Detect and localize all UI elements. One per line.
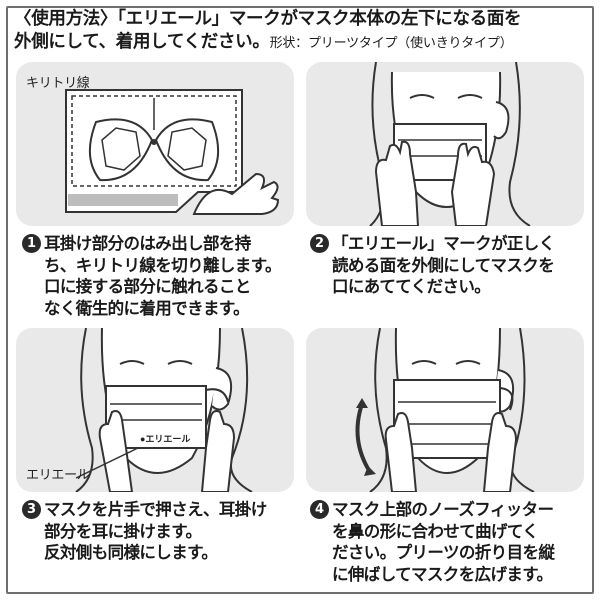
step-4-illustration — [306, 328, 584, 492]
eye-right — [167, 360, 193, 365]
stretch-arrow — [355, 403, 372, 474]
ear-loop — [205, 388, 229, 403]
eye-right — [455, 360, 481, 365]
hand-pulling — [192, 172, 280, 215]
cut-point — [151, 139, 157, 145]
step-number-badge: 3 — [22, 500, 41, 519]
step-number-badge: 2 — [310, 234, 329, 253]
step-1-text: 耳掛け部分のはみ出し部を持 ち、キリトリ線を切り離します。 口に接する部分に触れ… — [44, 234, 281, 318]
header-line-2: 外側にして、着用してください。形状：プリーツタイプ（使いきりタイプ） — [14, 31, 588, 55]
hand-right — [482, 412, 518, 492]
shape-note: 形状：プリーツタイプ（使いきりタイプ） — [269, 36, 513, 51]
header-line-2-text: 外側にして、着用してください。 — [14, 32, 270, 52]
hair-left — [75, 328, 94, 492]
brand-label: エリエール — [26, 468, 90, 483]
step-number-badge: 4 — [310, 500, 329, 519]
arrow-head-down — [364, 466, 376, 476]
step-2-illustration — [306, 62, 584, 226]
hand-holding-mask — [98, 410, 134, 492]
mask-package-drawing — [65, 89, 280, 215]
ear-loop — [499, 387, 514, 411]
hair-right — [230, 328, 253, 492]
step-2: 2 「エリエール」マークが正しく 読める面を外側にしてマスクを 口にあててくださ… — [310, 233, 590, 298]
face-mask-placing-drawing — [369, 62, 531, 226]
mask-brand-mark: ●エリエール — [140, 434, 190, 444]
step-number-badge: 1 — [22, 234, 41, 253]
ear-hole-right — [167, 127, 207, 171]
step-4-text: マスク上部のノーズフィッター を鼻の形に合わせて曲げてく ださい。プリーツの折り… — [332, 500, 555, 584]
hand-right — [450, 142, 496, 226]
mask-ear-loop-drawing: ●エリエール — [75, 328, 253, 492]
mask-strip — [68, 194, 178, 206]
eye-left — [411, 360, 437, 365]
eye-left — [119, 360, 145, 365]
step-2-text: 「エリエール」マークが正しく 読める面を外側にしてマスクを 口にあててください。 — [332, 234, 555, 296]
step-3-illustration: ●エリエール エリエール — [16, 328, 294, 492]
hand-left — [374, 140, 420, 226]
hand-hooking-ear — [200, 410, 236, 492]
step-1-illustration: キリトリ線 — [16, 62, 294, 226]
cut-line-dashed — [71, 95, 237, 187]
step-4: 4 マスク上部のノーズフィッター を鼻の形に合わせて曲げてく ださい。プリーツの… — [310, 499, 590, 585]
step-3: 3 マスクを片手で押さえ、耳掛け 部分を耳に掛けます。 反対側も同様にします。 — [22, 499, 300, 564]
cut-line-label: キリトリ線 — [26, 76, 90, 91]
ear-hole-left — [101, 127, 141, 171]
nose-fitter-drawing — [355, 328, 535, 492]
hair-right — [510, 328, 535, 492]
hair-right — [508, 62, 531, 226]
label-pointer — [75, 447, 139, 479]
header-line-1: 〈使用方法〉「エリエール」マークがマスク本体の左下になる面を — [14, 9, 522, 29]
hand-left — [384, 412, 418, 492]
hair-left — [369, 328, 388, 492]
eye-right — [457, 94, 483, 99]
step-1: 1 耳掛け部分のはみ出し部を持 ち、キリトリ線を切り離します。 口に接する部分に… — [22, 233, 300, 319]
ear — [493, 101, 510, 140]
arrow-head-up — [356, 398, 368, 408]
eye-left — [409, 94, 435, 99]
step-3-text: マスクを片手で押さえ、耳掛け 部分を耳に掛けます。 反対側も同様にします。 — [44, 500, 267, 562]
usage-header: 〈使用方法〉「エリエール」マークがマスク本体の左下になる面を 外側にして、着用し… — [14, 8, 588, 55]
